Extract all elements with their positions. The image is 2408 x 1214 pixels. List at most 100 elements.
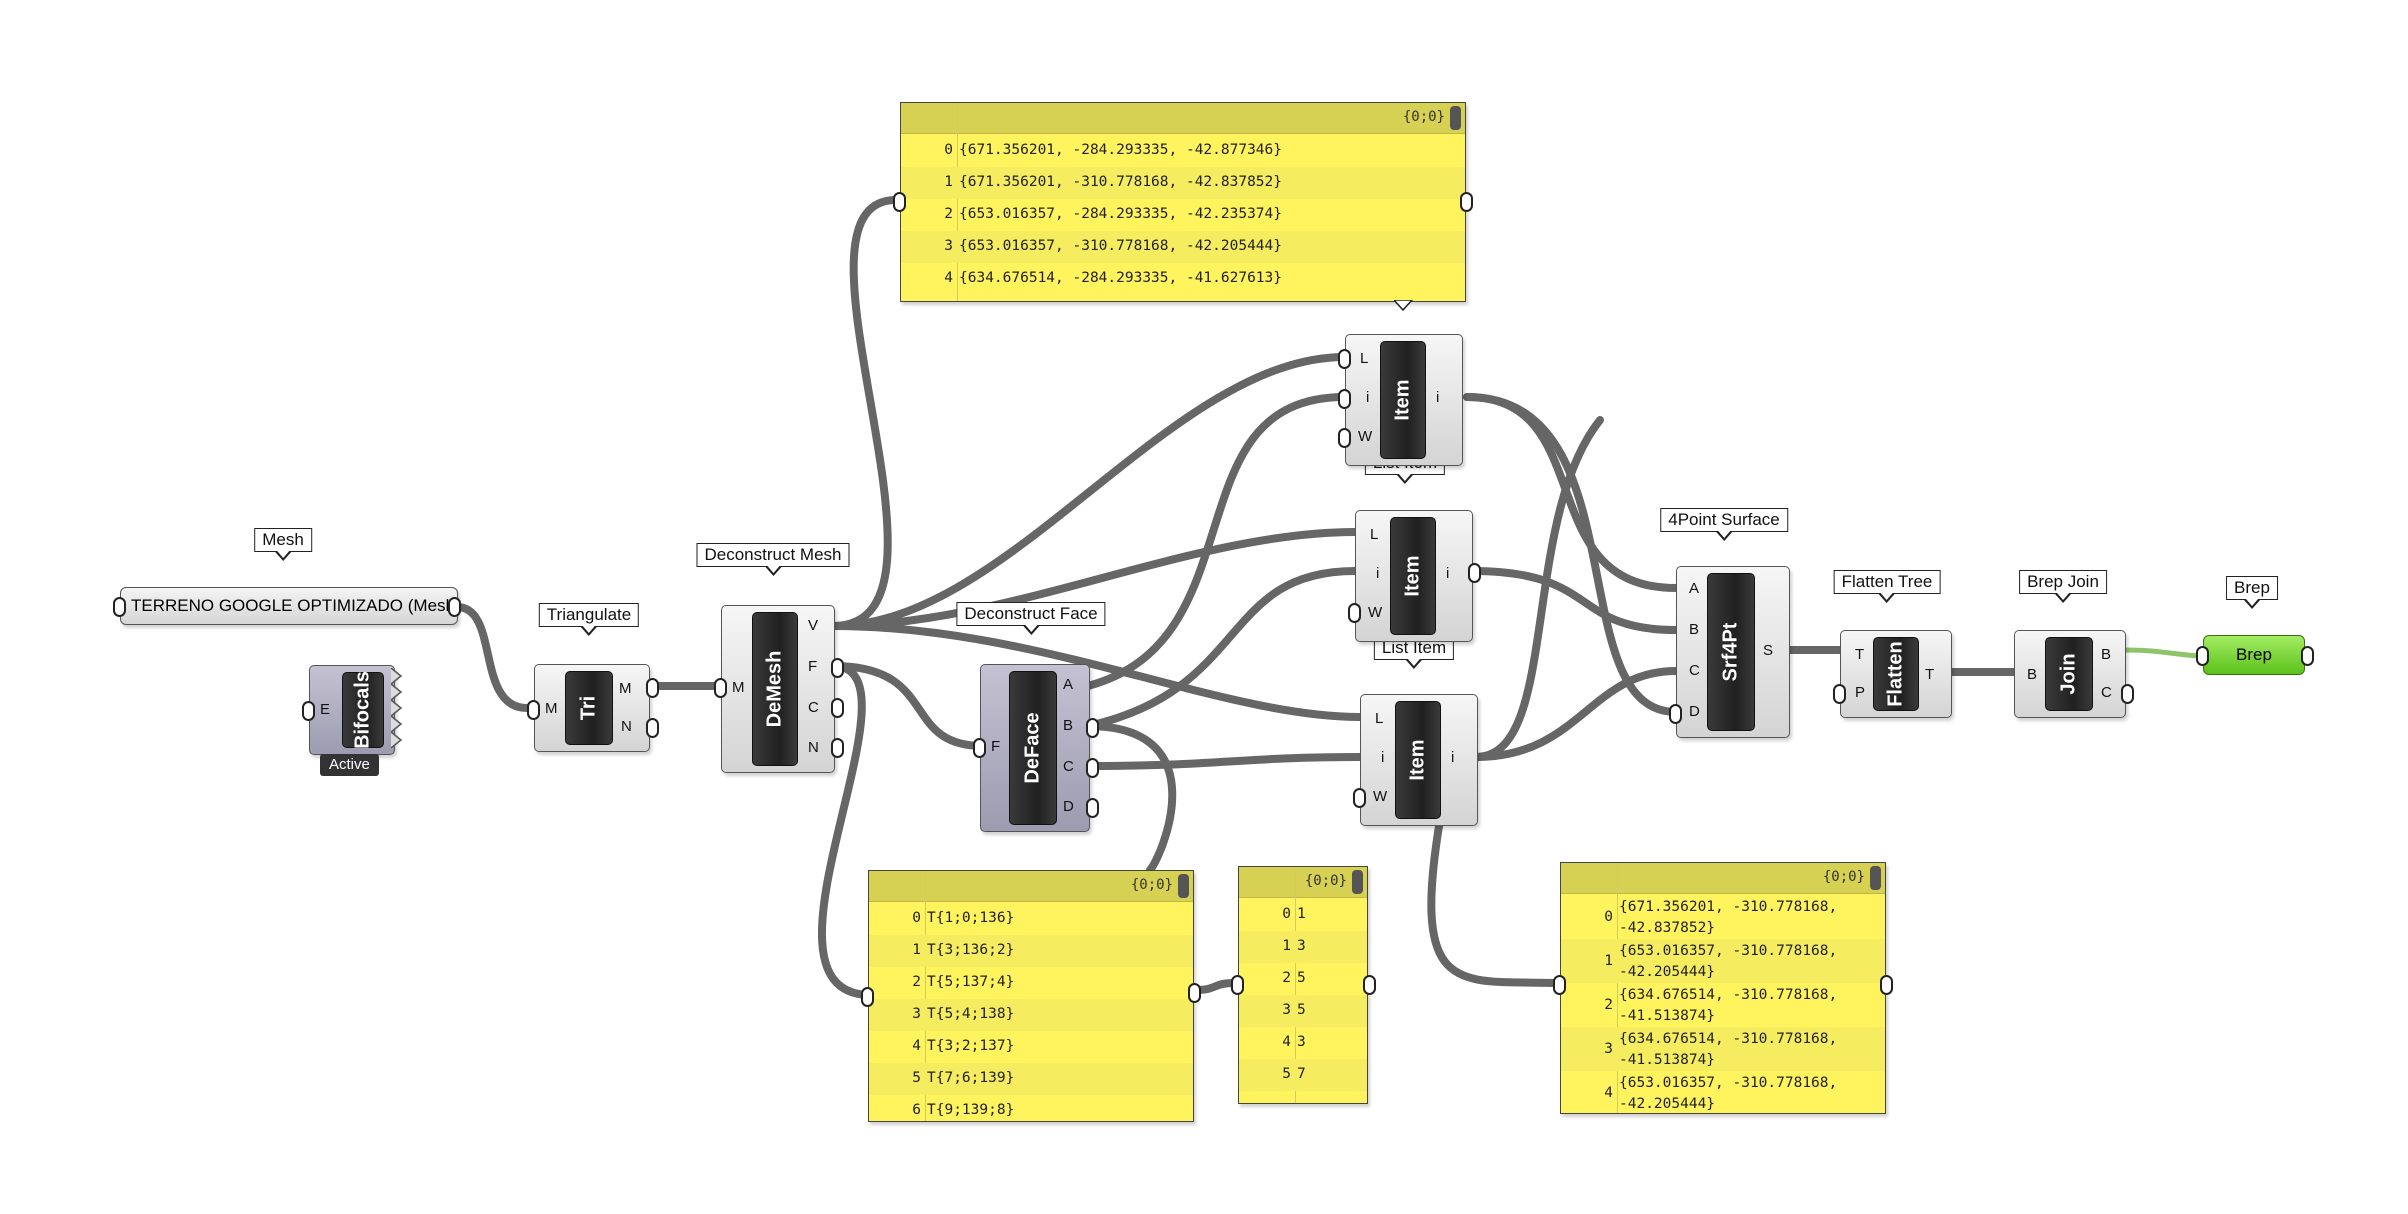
panel-vertices[interactable]: {0;0} 0{671.356201, -284.293335, -42.877… [900, 102, 1466, 302]
tri-output-n-knob[interactable] [646, 718, 659, 738]
wire-f-to-faces-panel [817, 662, 872, 999]
tag-flatten-tree: Flatten Tree [1833, 570, 1941, 603]
panel-vertices-header: {0;0} [901, 103, 1465, 134]
deconstruct-mesh-component[interactable]: M DeMesh V F C N [721, 605, 835, 773]
deface-output-d-knob[interactable] [1086, 798, 1099, 818]
demesh-output-n-knob[interactable] [831, 738, 844, 758]
flatten-input-p-knob[interactable] [1833, 684, 1846, 704]
panel-points-scrollbar[interactable] [1870, 866, 1881, 890]
demesh-output-v: V [808, 617, 819, 634]
panel-row: 2{634.676514, -310.778168, -41.513874} [1561, 983, 1885, 1027]
item1-output-i: i [1436, 389, 1440, 406]
item1-input-i-knob[interactable] [1338, 389, 1351, 409]
item3-output-i: i [1451, 749, 1455, 766]
panel-row-value: T{3;2;137} [927, 1038, 1015, 1054]
brep-output-knob[interactable] [2301, 646, 2314, 666]
panel-indices-separator [1295, 867, 1296, 1103]
list-item-component-2[interactable]: L i W Item i [1355, 510, 1473, 642]
panel-row-index: 1 [1282, 938, 1291, 954]
mesh-input-knob[interactable] [113, 597, 126, 617]
panel-vertices-output-knob[interactable] [1460, 192, 1473, 212]
demesh-output-f-knob[interactable] [831, 658, 844, 678]
bifocals-input-e: E [320, 701, 331, 718]
srf4pt-input-d-knob[interactable] [1669, 704, 1682, 724]
item2-output-knob[interactable] [1468, 563, 1481, 583]
bifocals-component[interactable]: E Bifocals [309, 665, 395, 755]
list-item-component-1[interactable]: L i W Item i [1345, 334, 1463, 466]
tri-input-knob[interactable] [527, 700, 540, 720]
tag-triangulate: Triangulate [538, 603, 640, 636]
panel-faces-scrollbar[interactable] [1178, 874, 1189, 898]
flatten-input-t: T [1855, 646, 1865, 663]
list-item-component-3[interactable]: L i W Item i [1360, 694, 1478, 826]
deface-output-c-knob[interactable] [1086, 758, 1099, 778]
panel-row-index: 2 [912, 974, 921, 990]
panel-points-output-knob[interactable] [1880, 975, 1893, 995]
demesh-output-c-knob[interactable] [831, 698, 844, 718]
brep-parameter[interactable]: Brep [2203, 635, 2305, 675]
panel-row-value: {671.356201, -310.778168, -42.837852} [1619, 899, 1838, 936]
wire-item3-to-points-panel [1427, 816, 1560, 987]
deconstruct-face-component[interactable]: F DeFace A B C D [980, 664, 1090, 832]
item3-input-l: L [1375, 710, 1384, 727]
panel-faces-path: {0;0} [1130, 877, 1173, 893]
join-output-c-knob[interactable] [2121, 684, 2134, 704]
srf4pt-input-d: D [1689, 703, 1700, 720]
triangulate-component[interactable]: M Tri M N [534, 664, 650, 752]
panel-row-index: 0 [1282, 906, 1291, 922]
deface-input-knob[interactable] [973, 738, 986, 758]
item1-input-w-knob[interactable] [1338, 428, 1351, 448]
panel-row-value: {653.016357, -310.778168, -42.205444} [959, 238, 1283, 254]
panel-points[interactable]: {0;0} 0{671.356201, -310.778168, -42.837… [1560, 862, 1886, 1114]
item3-input-w-knob[interactable] [1353, 788, 1366, 808]
flatten-tree-component[interactable]: T P Flatten T [1840, 630, 1952, 718]
deface-output-b-knob[interactable] [1086, 718, 1099, 738]
panel-points-input-knob[interactable] [1553, 975, 1566, 995]
tri-output-m: M [619, 680, 632, 697]
panel-faces-output-knob[interactable] [1188, 983, 1201, 1003]
mesh-parameter[interactable]: TERRENO GOOGLE OPTIMIZADO (Mesh) [120, 587, 461, 625]
bifocals-active-badge: Active [320, 754, 379, 776]
join-core: Join [2045, 637, 2093, 711]
panel-indices-scrollbar[interactable] [1352, 870, 1363, 894]
item2-core: Item [1390, 517, 1436, 635]
bifocals-input-knob[interactable] [302, 701, 315, 721]
tag-brep-join: Brep Join [2019, 570, 2107, 603]
tag-mesh: Mesh [254, 528, 312, 561]
panel-row-index: 4 [1282, 1034, 1291, 1050]
four-point-surface-component[interactable]: A B C D Srf4Pt S [1676, 566, 1790, 738]
tri-output-m-knob[interactable] [646, 678, 659, 698]
panel-points-separator [1617, 863, 1618, 1113]
panel-vertices-scrollbar[interactable] [1450, 106, 1461, 130]
panel-vertices-input-knob[interactable] [893, 192, 906, 212]
panel-indices-output-knob[interactable] [1363, 975, 1376, 995]
deface-output-c: C [1063, 758, 1074, 775]
demesh-output-n: N [808, 739, 819, 756]
item1-input-l-knob[interactable] [1338, 349, 1351, 369]
brep-join-component[interactable]: B Join B C [2014, 630, 2126, 718]
tri-core: Tri [565, 671, 613, 745]
srf4pt-input-b: B [1689, 621, 1700, 638]
bifocals-core: Bifocals [342, 671, 384, 749]
panel-faces-input-knob[interactable] [861, 987, 874, 1007]
item1-name: Item [1391, 379, 1414, 421]
demesh-input-knob[interactable] [714, 678, 727, 698]
wire-item3-up [1472, 416, 1604, 761]
panel-row: 3{653.016357, -310.778168, -42.205444} [901, 231, 1465, 263]
panel-row-value: 5 [1297, 1002, 1306, 1018]
item2-input-w-knob[interactable] [1348, 603, 1361, 623]
panel-row-index: 3 [912, 1006, 921, 1022]
panel-vertices-pointer-icon [1394, 300, 1414, 312]
panel-indices-input-knob[interactable] [1231, 975, 1244, 995]
panel-row-index: 2 [944, 206, 953, 222]
mesh-output-knob[interactable] [448, 597, 461, 617]
brep-input-knob[interactable] [2196, 646, 2209, 666]
